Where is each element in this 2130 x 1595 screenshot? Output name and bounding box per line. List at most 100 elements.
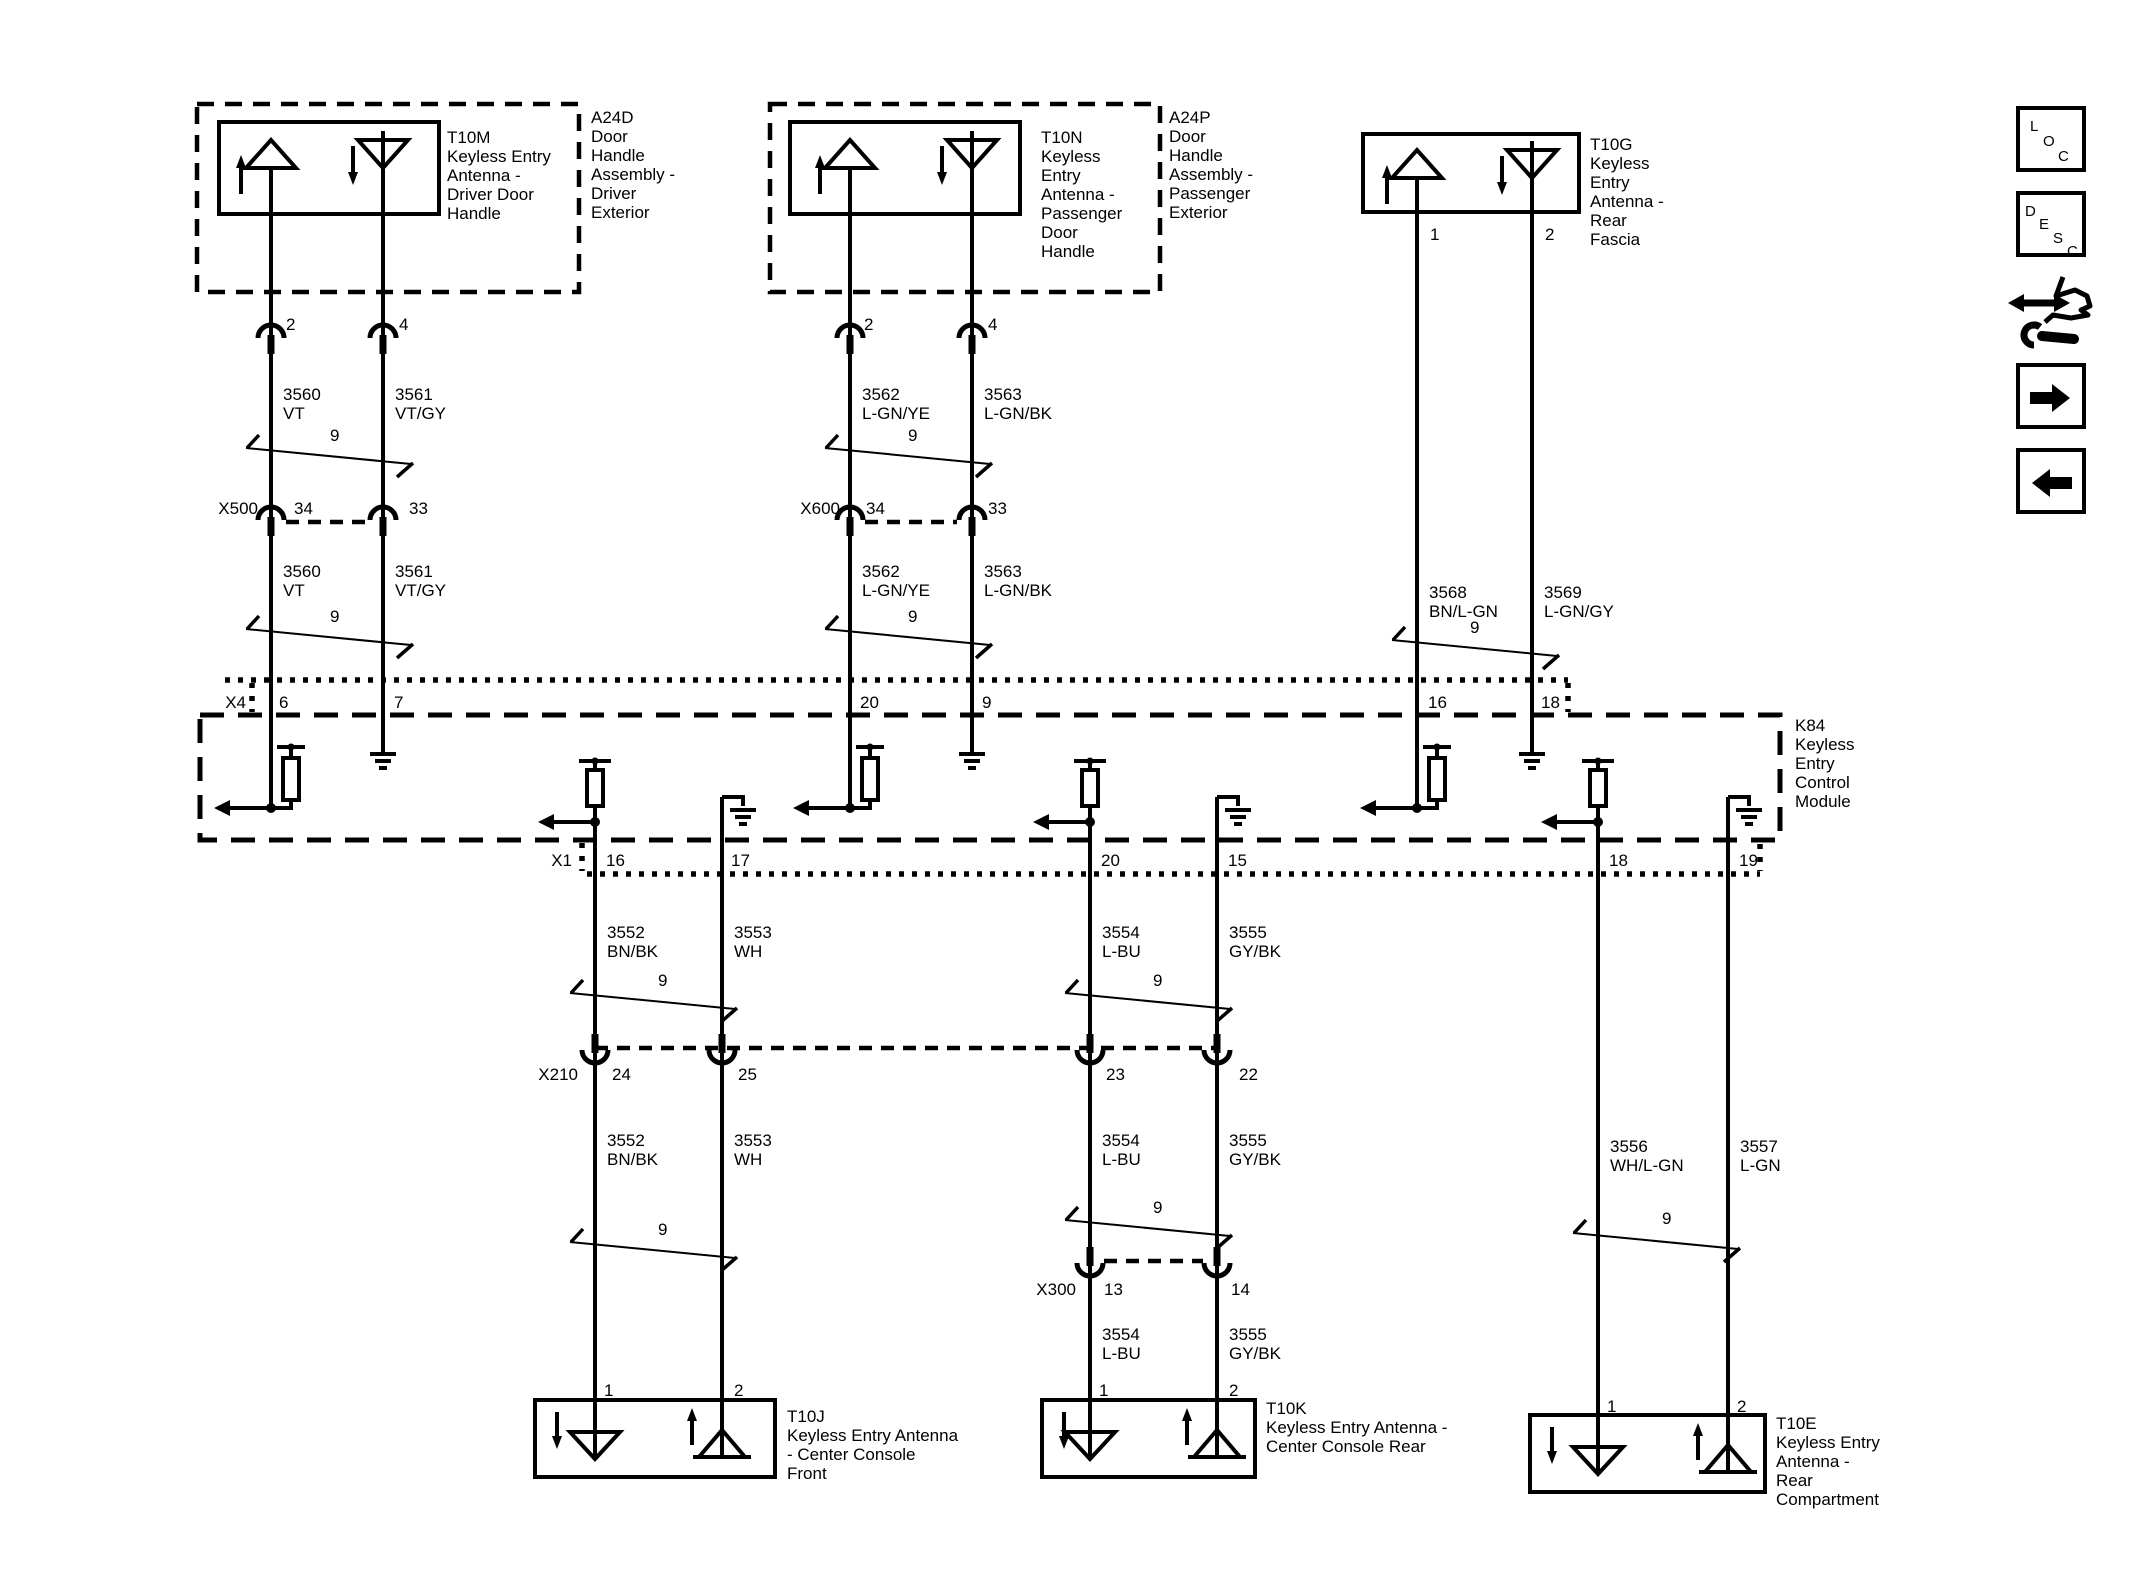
ground-icon — [368, 752, 398, 770]
forward-button[interactable] — [2016, 363, 2086, 429]
component-id: T10M — [447, 128, 490, 147]
pin-label: 4 — [988, 315, 997, 334]
twisted-pair-label: 9 — [1153, 971, 1162, 990]
passenger-door-assembly: T10N Keyless Entry Antenna - Passenger D… — [767, 101, 1253, 295]
t10n-antenna-box — [788, 120, 1022, 216]
back-button[interactable] — [2016, 448, 2086, 514]
wire-color: GY/BK — [1229, 1344, 1282, 1363]
a24d-assembly-outline — [194, 101, 582, 295]
loc-button[interactable]: L O C — [2016, 106, 2086, 172]
transmit-antenna-icon — [691, 1428, 753, 1459]
desc-button[interactable]: D E S C — [2016, 191, 2086, 260]
twisted-pair-label: 9 — [1470, 618, 1479, 637]
wire-color: VT — [283, 581, 305, 600]
wire-color: L-GN/YE — [862, 581, 930, 600]
component-id: A24D — [591, 108, 634, 127]
pin-label: 33 — [988, 499, 1007, 518]
svg-text:Handle: Handle — [447, 204, 501, 223]
rear-fascia-antenna: 1 2 T10G Keyless Entry Antenna - Rear Fa… — [1361, 132, 1664, 249]
component-id: K84 — [1795, 716, 1825, 735]
wire-color: VT/GY — [395, 581, 446, 600]
wires — [269, 168, 1730, 1472]
svg-text:Front: Front — [787, 1464, 827, 1483]
console-front-antenna: T10J Keyless Entry Antenna - Center Cons… — [533, 1398, 959, 1483]
component-id: T10K — [1266, 1399, 1307, 1418]
svg-text:Antenna -: Antenna - — [1041, 185, 1115, 204]
svg-text:Entry: Entry — [1795, 754, 1835, 773]
ground-icon — [1517, 752, 1547, 770]
svg-text:Keyless: Keyless — [1795, 735, 1855, 754]
desc-letter: E — [2039, 216, 2049, 233]
console-rear-antenna: T10K Keyless Entry Antenna - Center Cons… — [1040, 1398, 1447, 1479]
pin-label: 23 — [1106, 1065, 1125, 1084]
svg-text:Antenna -: Antenna - — [1590, 192, 1664, 211]
svg-text:Door: Door — [1169, 127, 1206, 146]
pin-label: 24 — [612, 1065, 631, 1084]
wire-circuit: 3561 — [395, 385, 433, 404]
wire-circuit: 3560 — [283, 385, 321, 404]
wire-circuit: 3561 — [395, 562, 433, 581]
pin-label: 34 — [866, 499, 885, 518]
pin-label: 2 — [1737, 1397, 1746, 1416]
wire-circuit: 3555 — [1229, 923, 1267, 942]
wire-color: WH/L-GN — [1610, 1156, 1684, 1175]
wire-circuit: 3563 — [984, 562, 1022, 581]
wire-color: WH — [734, 942, 762, 961]
svg-text:Rear: Rear — [1776, 1471, 1813, 1490]
t10k-antenna-box — [1040, 1398, 1257, 1479]
wire-circuit: 3555 — [1229, 1325, 1267, 1344]
wire-circuit: 3568 — [1429, 583, 1467, 602]
wire-color: L-BU — [1102, 1150, 1141, 1169]
wire-circuit: 3552 — [607, 1131, 645, 1150]
transmit-antenna-icon — [1186, 1428, 1248, 1459]
wire-circuit: 3554 — [1102, 1325, 1140, 1344]
twisted-pair-label: 9 — [1153, 1198, 1162, 1217]
wire-circuit: 3553 — [734, 1131, 772, 1150]
wire-color: L-BU — [1102, 942, 1141, 961]
wire-color: GY/BK — [1229, 1150, 1282, 1169]
svg-text:Door: Door — [591, 127, 628, 146]
pin-label: 9 — [982, 693, 991, 712]
wire-circuit: 3562 — [862, 385, 900, 404]
wire-color: L-GN — [1740, 1156, 1781, 1175]
pin-label: 1 — [604, 1381, 613, 1400]
twisted-pair-label: 9 — [658, 1220, 667, 1239]
rear-compartment-antenna: T10E Keyless Entry Antenna - Rear Compar… — [1528, 1413, 1880, 1509]
connector-id: X300 — [1036, 1280, 1076, 1299]
wire-color: WH — [734, 1150, 762, 1169]
loc-letter: L — [2030, 118, 2038, 135]
t10g-antenna-box — [1361, 132, 1581, 214]
svg-text:Assembly -: Assembly - — [591, 165, 675, 184]
svg-text:Driver Door: Driver Door — [447, 185, 534, 204]
console-front-pair-annotations: 3552 BN/BK 3553 WH 9 X210 24 25 23 22 35… — [538, 923, 1258, 1400]
wire-circuit: 3563 — [984, 385, 1022, 404]
svg-text:Control: Control — [1795, 773, 1850, 792]
component-id: T10E — [1776, 1414, 1817, 1433]
svg-text:- Center Console: - Center Console — [787, 1445, 916, 1464]
svg-text:Handle: Handle — [1169, 146, 1223, 165]
a24p-assembly-outline — [767, 101, 1163, 295]
down-arrow-icon — [550, 1410, 564, 1451]
wire-circuit: 3555 — [1229, 1131, 1267, 1150]
ground-icon — [957, 752, 987, 770]
wire-circuit: 3556 — [1610, 1137, 1648, 1156]
antenna-driver-symbol — [1358, 741, 1453, 818]
repair-procedure-icon[interactable] — [2008, 276, 2093, 349]
driver-door-assembly: T10M Keyless Entry Antenna - Driver Door… — [194, 101, 675, 295]
component-id: T10N — [1041, 128, 1083, 147]
twisted-pair-label: 9 — [1662, 1209, 1671, 1228]
pin-label: 2 — [734, 1381, 743, 1400]
console-rear-pair-annotations: 3554 L-BU 3555 GY/BK 9 3554 L-BU 3555 GY… — [1036, 923, 1281, 1400]
driver-pair-annotations: 2 4 3560 VT 3561 VT/GY 9 X500 34 33 3560… — [218, 315, 446, 660]
twisted-pair-label: 9 — [908, 426, 917, 445]
svg-text:Entry: Entry — [1041, 166, 1081, 185]
svg-text:Antenna -: Antenna - — [447, 166, 521, 185]
component-id: A24P — [1169, 108, 1211, 127]
pin-label: 7 — [394, 693, 403, 712]
connector-id: X600 — [800, 499, 840, 518]
wire-circuit: 3554 — [1102, 923, 1140, 942]
receive-antenna-icon — [568, 1430, 622, 1461]
twisted-pair-label: 9 — [658, 971, 667, 990]
loc-letter: C — [2058, 148, 2069, 165]
